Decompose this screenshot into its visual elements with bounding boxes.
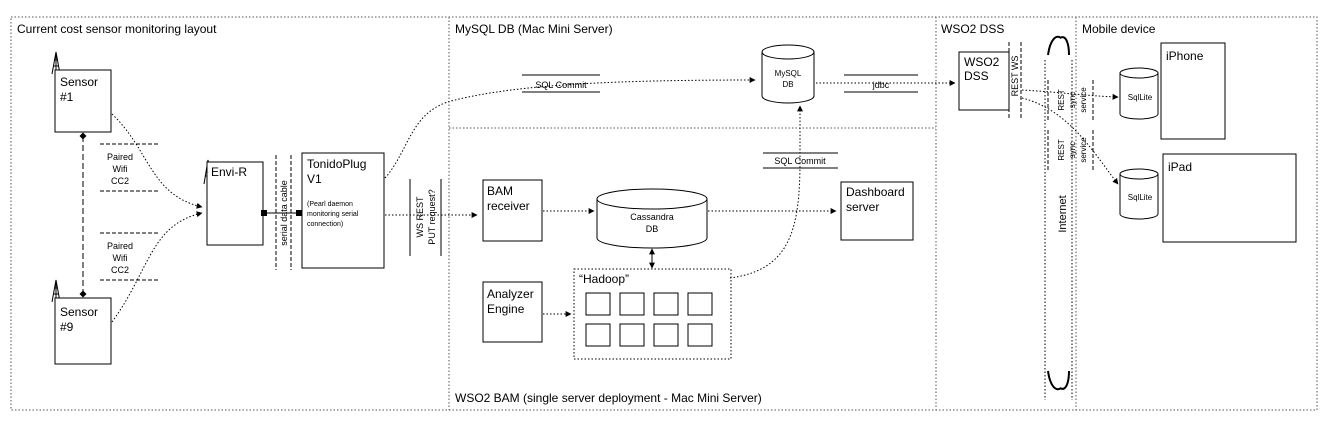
hadoop-node <box>687 292 713 316</box>
paired-wifi-label: CC2 <box>111 265 129 275</box>
iphone-label: iPhone <box>1166 49 1204 63</box>
rest-sync-label: service <box>1079 87 1088 113</box>
analyzer-engine-label: Analyzer <box>487 287 534 301</box>
tonidoplug-note: connection) <box>307 221 343 228</box>
hadoop-node <box>585 323 611 347</box>
sensor-9-to-envir <box>111 211 203 323</box>
ipad-label: iPad <box>1168 160 1192 174</box>
hadoop-node <box>619 323 645 347</box>
envir-label: Envi-R <box>211 165 247 179</box>
region-title-current-cost: Current cost sensor monitoring layout <box>17 22 217 36</box>
dss-label: DSS <box>964 69 989 83</box>
paired-wifi-label: CC2 <box>111 176 129 186</box>
hadoop-nodes <box>585 292 713 347</box>
mysql-db-label: DB <box>782 80 793 89</box>
hadoop-node <box>653 292 679 316</box>
bam-receiver-label: receiver <box>487 199 530 213</box>
internet-break-top <box>1047 35 1070 56</box>
dss-box <box>958 51 1010 111</box>
rest-ws-label: REST WS <box>1010 56 1020 97</box>
paired-wifi-label: Wifi <box>113 253 128 263</box>
dashboard-server-label: server <box>846 200 879 214</box>
outer-boundary <box>10 16 1318 411</box>
serial-cable-label: serial data cable <box>279 180 289 246</box>
sensor-1-to-envir <box>111 113 203 209</box>
ws-rest-label: WS REST <box>415 196 425 238</box>
serial-port <box>261 210 267 216</box>
antenna-icon <box>51 51 61 75</box>
paired-wifi-label: Paired <box>107 241 133 251</box>
rest-sync-label: REST <box>1057 139 1066 160</box>
tonidoplug-version: V1 <box>307 172 322 186</box>
hadoop-node <box>653 323 679 347</box>
cassandra-label: Cassandra <box>630 212 674 222</box>
hadoop-label: “Hadoop” <box>579 272 629 286</box>
sqlite-label: SqlLite <box>1128 93 1153 102</box>
iphone-box <box>1160 42 1226 140</box>
tonidoplug-note: monitoring serial <box>307 211 359 218</box>
bam-receiver-label: BAM <box>487 184 513 198</box>
sqlite-ipad-cylinder <box>1119 168 1159 220</box>
bam-receiver-box <box>482 179 543 242</box>
envir-box <box>206 161 264 246</box>
region-title-wso2-bam: WSO2 BAM (single server deployment - Mac… <box>455 391 762 405</box>
region-title-wso2-dss: WSO2 DSS <box>941 22 1004 36</box>
tonidoplug-note: (Pearl daemon <box>307 201 353 208</box>
tonidoplug-box <box>301 152 385 269</box>
hadoop-cluster <box>573 268 732 360</box>
sensor-1-label: Sensor <box>60 75 98 89</box>
region-title-mobile: Mobile device <box>1082 22 1156 36</box>
rest-sync-label: sync <box>1068 142 1077 158</box>
mysql-db-cylinder <box>761 44 815 104</box>
dashboard-server-label: Dashboard <box>846 185 905 199</box>
rest-sync-label: REST <box>1057 89 1066 110</box>
ipad-box <box>1162 153 1297 243</box>
hadoop-node <box>585 292 611 316</box>
serial-port <box>296 210 302 216</box>
dashboard-server-box <box>840 181 914 241</box>
sqlite-label: SqlLite <box>1128 193 1153 202</box>
cassandra-db-cylinder <box>596 188 708 249</box>
dss-to-iphone <box>1021 89 1119 100</box>
antenna-icon <box>51 279 61 303</box>
paired-wifi-label: Wifi <box>113 164 128 174</box>
ws-rest-label: PUT request? <box>427 189 437 244</box>
hadoop-node <box>619 292 645 316</box>
sensor-1-box <box>54 69 112 133</box>
cassandra-label: DB <box>646 224 659 234</box>
region-title-mysql: MySQL DB (Mac Mini Server) <box>455 22 613 36</box>
internet-break-bottom <box>1047 370 1070 391</box>
rest-sync-label: service <box>1079 137 1088 163</box>
rest-sync-label: sync <box>1068 92 1077 108</box>
hadoop-to-mysql <box>729 105 803 279</box>
hadoop-node <box>687 323 713 347</box>
sqlite-iphone-cylinder <box>1119 67 1159 120</box>
analyzer-engine-label: Engine <box>487 302 525 316</box>
paired-wifi-label: Paired <box>107 152 133 162</box>
mysql-db-label: MySQL <box>775 69 802 78</box>
dss-label: WSO2 <box>964 55 1000 69</box>
dss-to-ipad <box>1021 97 1119 185</box>
tonidoplug-label: TonidoPlug <box>307 157 366 171</box>
sql-commit-label: SQL Commit <box>774 156 826 166</box>
internet-label: Internet <box>1057 195 1069 232</box>
sensor-9-number: #9 <box>60 320 74 334</box>
analyzer-engine-box <box>482 281 543 343</box>
tonido-to-mysql <box>384 77 756 179</box>
sql-commit-label: SQL Commit <box>535 80 587 90</box>
sensor-9-box <box>54 297 112 365</box>
jdbc-label: jdbc <box>872 80 890 90</box>
sensor-9-label: Sensor <box>60 305 98 319</box>
sensor-1-number: #1 <box>60 90 74 104</box>
